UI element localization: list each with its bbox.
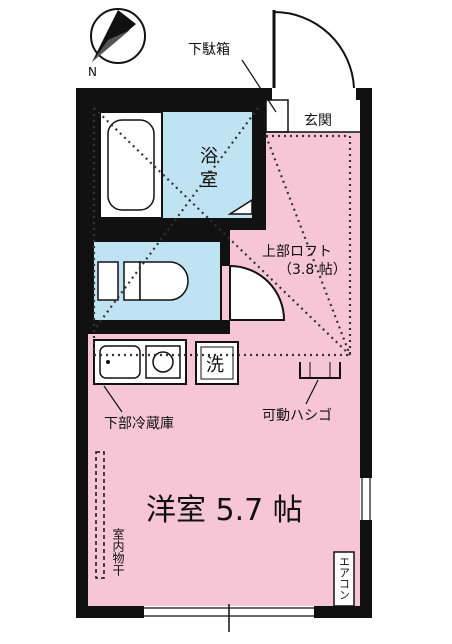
ladder-label: 可動ハシゴ (262, 407, 332, 424)
compass: N (88, 8, 146, 79)
fridge-leader (103, 385, 123, 413)
genkan-label: 玄関 (304, 112, 332, 129)
bathtub-inner (107, 119, 155, 211)
fridge-label: 下部冷蔵庫 (104, 415, 174, 432)
kitchen: 下部冷蔵庫 (93, 339, 187, 432)
toilet-seat-base (123, 261, 141, 301)
aircon-unit (333, 551, 355, 607)
window-gap (360, 478, 372, 520)
bath-side-wall (252, 100, 266, 220)
entrance-gap (272, 84, 356, 104)
loft-line (93, 107, 259, 331)
sink-drain-icon (106, 360, 110, 364)
getabako-cabinet (265, 99, 289, 133)
toilet-room (88, 230, 286, 326)
washer-label: 洗 (206, 355, 224, 376)
indoor-dry-label: 室内物干 (111, 527, 125, 576)
stove-burner-icon (152, 351, 174, 373)
compass-needle-shade-icon (92, 30, 130, 62)
washer: 洗 (195, 341, 239, 385)
ladder: 可動ハシゴ (262, 362, 341, 424)
drying-rail-icon (95, 451, 105, 579)
ladder-leader (305, 379, 319, 405)
toilet-door-swing (229, 264, 286, 321)
bottom-window (144, 604, 314, 632)
getabako-label: 下駄箱 (188, 42, 230, 58)
loft-outline (92, 107, 352, 357)
indoor-dry: 室内物干 (95, 451, 125, 579)
toilet-door-gap (222, 266, 232, 320)
compass-north-label: N (88, 65, 97, 79)
ladder-icon (299, 362, 341, 379)
loft-label-2: （3.8 帖） (278, 262, 347, 278)
partition-wall (88, 326, 230, 334)
right-window (360, 478, 372, 520)
toilet-tank (97, 261, 119, 301)
washer-inner (200, 346, 234, 380)
loft-label-1: 上部ロフト (262, 244, 332, 260)
aircon-label: エアコン (338, 556, 351, 600)
room-label: 洋室 5.7 帖 (146, 493, 303, 528)
aircon: エアコン (333, 551, 355, 607)
toilet-bowl-icon (139, 261, 189, 301)
bath-label-2: 室 (200, 170, 218, 191)
getabako-leader (241, 59, 277, 113)
bath-label-1: 浴 (200, 146, 218, 167)
entrance: 下駄箱 玄関 (188, 10, 360, 133)
bathroom: 浴 室 (88, 100, 266, 230)
entrance-door-swing (273, 10, 355, 89)
